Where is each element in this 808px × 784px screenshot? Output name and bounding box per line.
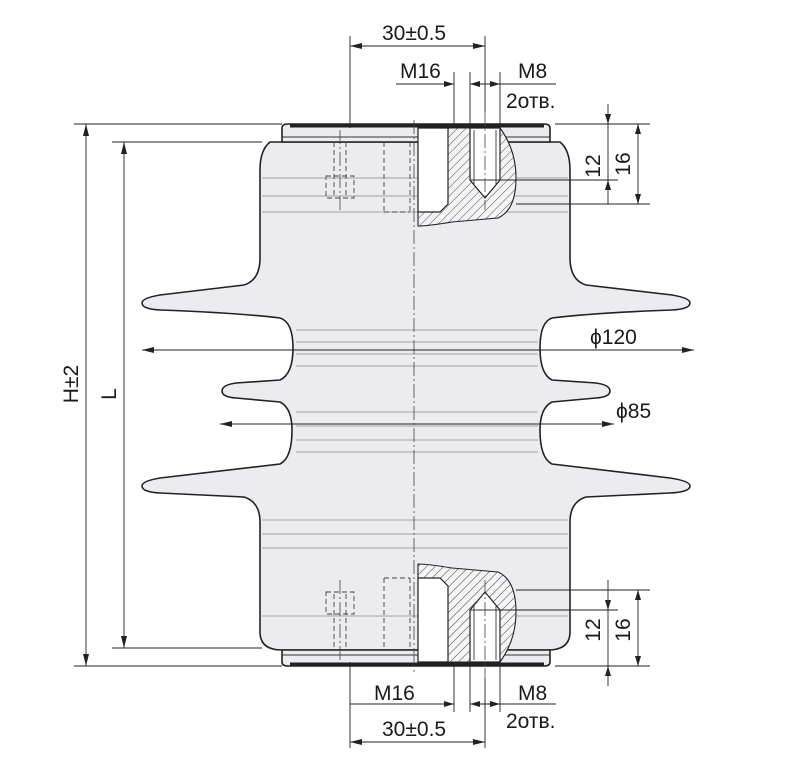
top-depth-16-label: 16 <box>612 152 635 175</box>
shed-small-dia-label: ϕ85 <box>616 400 651 423</box>
insulator-body <box>141 123 691 667</box>
height-total-label: H±2 <box>60 365 83 403</box>
bottom-pitch-label: 30±0.5 <box>382 718 446 741</box>
bottom-section <box>325 563 517 663</box>
top-depth-12-label: 12 <box>582 154 605 177</box>
top-dimensions <box>349 36 650 205</box>
bottom-thread-main-label: M16 <box>374 682 415 705</box>
top-holes-label: 2отв. <box>506 90 556 113</box>
length-label: L <box>98 388 121 400</box>
bottom-thread-small-label: M8 <box>518 682 547 705</box>
bottom-depth-16-label: 16 <box>612 618 635 641</box>
shed-large-dia-label: ϕ120 <box>590 326 637 349</box>
top-thread-main-label: M16 <box>400 60 441 83</box>
diameter-dimensions <box>142 347 694 427</box>
bottom-depth-12-label: 12 <box>582 618 605 641</box>
bottom-holes-label: 2отв. <box>506 710 556 733</box>
insulator-outline <box>141 141 691 651</box>
top-thread-small-label: M8 <box>518 60 547 83</box>
bottom-dimensions <box>349 580 650 748</box>
top-pitch-label: 30±0.5 <box>382 22 446 45</box>
height-dimensions <box>74 123 282 667</box>
